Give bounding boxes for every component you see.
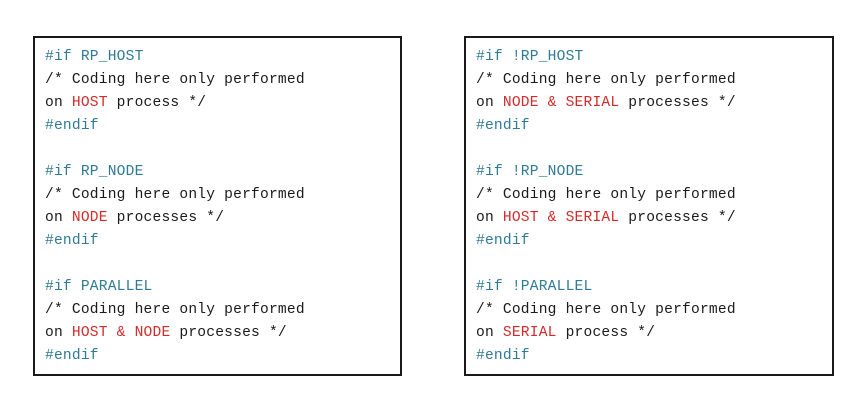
process-keyword: HOST: [71, 325, 108, 341]
endif-directive: #endif: [476, 118, 530, 134]
code-block: #if RP_NODE /* Coding here only performed…: [45, 161, 400, 253]
process-line: on HOST & SERIAL processes */: [476, 207, 832, 230]
process-line: on HOST process */: [45, 92, 400, 115]
comment-suffix: processes */: [107, 210, 225, 226]
on-prefix: on: [476, 95, 503, 111]
process-keyword: HOST: [71, 95, 108, 111]
endif-directive: #endif: [476, 348, 530, 364]
process-line: on NODE & SERIAL processes */: [476, 92, 832, 115]
ampersand: &: [538, 95, 566, 111]
process-line: on HOST & NODE processes */: [45, 322, 400, 345]
endif-directive: #endif: [476, 233, 530, 249]
process-line: on SERIAL process */: [476, 322, 832, 345]
code-panel-right: #if !RP_HOST /* Coding here only performe…: [464, 36, 834, 376]
comment-suffix: process */: [107, 95, 207, 111]
process-keyword: SERIAL: [565, 210, 620, 226]
code-block: #if !RP_NODE /* Coding here only performe…: [476, 161, 832, 253]
on-prefix: on: [476, 325, 503, 341]
if-directive: #if !RP_HOST: [476, 49, 584, 65]
if-directive: #if PARALLEL: [45, 279, 153, 295]
on-prefix: on: [476, 210, 503, 226]
endif-directive: #endif: [45, 118, 99, 134]
if-directive: #if !PARALLEL: [476, 279, 593, 295]
comment-line: /* Coding here only performed: [45, 187, 305, 203]
endif-directive: #endif: [45, 348, 99, 364]
comment-line: /* Coding here only performed: [476, 302, 736, 318]
process-keyword: NODE: [502, 95, 539, 111]
endif-directive: #endif: [45, 233, 99, 249]
code-block: #if RP_HOST /* Coding here only performed…: [45, 46, 400, 138]
if-directive: #if RP_NODE: [45, 164, 144, 180]
on-prefix: on: [45, 325, 72, 341]
on-prefix: on: [45, 95, 72, 111]
code-block: #if PARALLEL /* Coding here only performe…: [45, 276, 400, 368]
process-keyword: NODE: [71, 210, 108, 226]
process-keyword: NODE: [134, 325, 171, 341]
if-directive: #if !RP_NODE: [476, 164, 584, 180]
process-keyword: SERIAL: [502, 325, 557, 341]
comment-suffix: process */: [556, 325, 656, 341]
comment-suffix: processes */: [619, 210, 736, 226]
if-directive: #if RP_HOST: [45, 49, 144, 65]
comment-line: /* Coding here only performed: [45, 302, 305, 318]
comment-line: /* Coding here only performed: [476, 187, 736, 203]
comment-line: /* Coding here only performed: [45, 72, 305, 88]
process-keyword: HOST: [502, 210, 539, 226]
code-panel-left: #if RP_HOST /* Coding here only performed…: [33, 36, 402, 376]
process-keyword: SERIAL: [565, 95, 620, 111]
comment-suffix: processes */: [619, 95, 736, 111]
ampersand: &: [107, 325, 135, 341]
comment-line: /* Coding here only performed: [476, 72, 736, 88]
ampersand: &: [538, 210, 566, 226]
on-prefix: on: [45, 210, 72, 226]
process-line: on NODE processes */: [45, 207, 400, 230]
comment-suffix: processes */: [170, 325, 287, 341]
code-block: #if !RP_HOST /* Coding here only performe…: [476, 46, 832, 138]
code-block: #if !PARALLEL /* Coding here only perform…: [476, 276, 832, 368]
